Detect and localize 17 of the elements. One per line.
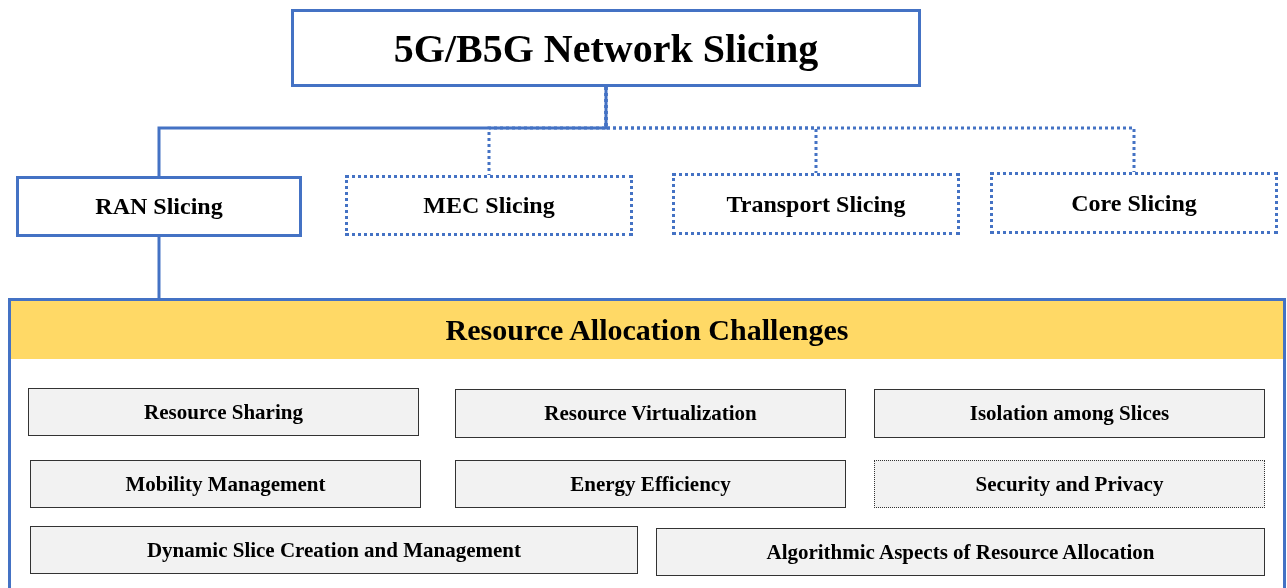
slice-box: MEC Slicing — [345, 175, 633, 236]
section-heading: Resource Allocation Challenges — [11, 301, 1283, 359]
challenge-box: Resource Sharing — [28, 388, 419, 436]
connector-line — [157, 87, 608, 176]
challenge-box: Energy Efficiency — [455, 460, 846, 508]
challenge-box: Security and Privacy — [874, 460, 1265, 508]
slice-box: RAN Slicing — [16, 176, 302, 237]
challenge-box: Mobility Management — [30, 460, 421, 508]
root-box: 5G/B5G Network Slicing — [291, 9, 921, 87]
slice-box: Core Slicing — [990, 172, 1278, 234]
challenge-box: Algorithmic Aspects of Resource Allocation — [656, 528, 1265, 576]
challenge-box: Isolation among Slices — [874, 389, 1265, 438]
connector-line — [157, 237, 161, 298]
challenge-box: Dynamic Slice Creation and Management — [30, 526, 638, 574]
section-panel — [8, 298, 1286, 588]
challenge-box: Resource Virtualization — [455, 389, 846, 438]
slice-box: Transport Slicing — [672, 173, 960, 235]
